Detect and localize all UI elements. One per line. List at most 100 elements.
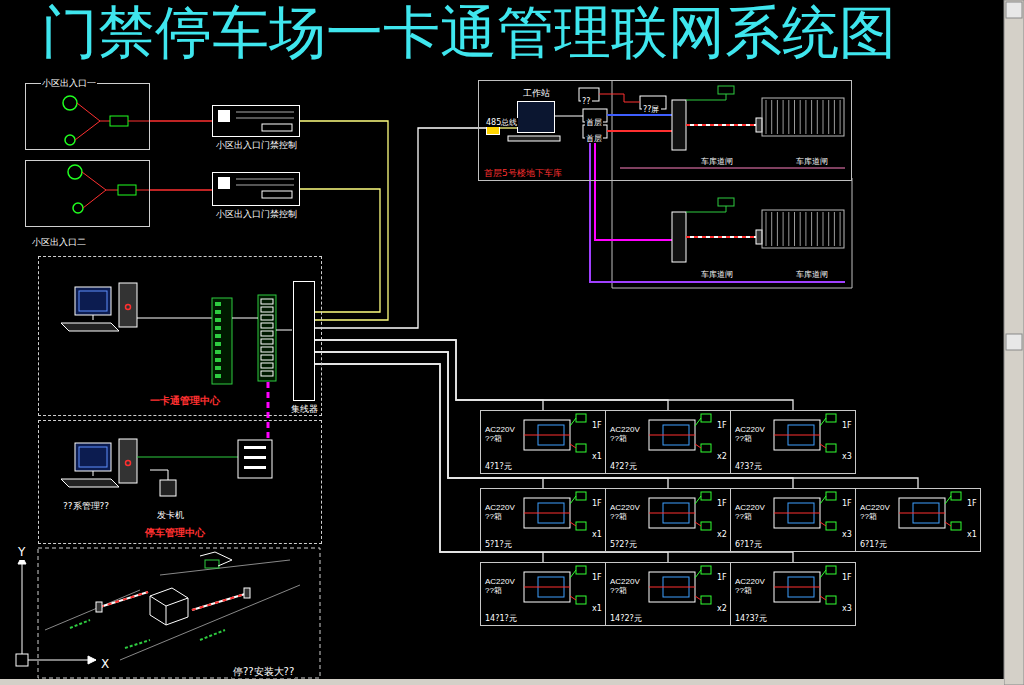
node-label: 4?2?元 [609, 462, 638, 471]
patch-port [261, 299, 273, 304]
access-controller: 小区出入口门禁控制 [212, 172, 300, 206]
wire-line [820, 496, 826, 504]
camera-symbol [718, 86, 734, 94]
monitor-symbol [576, 444, 586, 452]
wire-line [820, 570, 826, 578]
keyboard-symbol [61, 323, 119, 331]
device-symbol [118, 185, 136, 195]
barrier-pole [96, 602, 102, 612]
fence-bar [817, 100, 818, 134]
switch-port [215, 310, 221, 314]
road-line [120, 585, 300, 660]
wire-line [774, 587, 820, 588]
switch-port [215, 358, 221, 362]
node-label: AC220V ??箱 [609, 503, 647, 521]
bus-connector [150, 189, 212, 190]
switch-port [215, 326, 221, 330]
hub-bar: 集线器 [293, 281, 315, 401]
fence-bar [817, 212, 818, 246]
monitor-symbol [75, 287, 111, 315]
data-line [590, 138, 845, 282]
wire-line [232, 318, 258, 319]
annotation-label: 发卡机 [156, 510, 185, 520]
fence-bar [828, 100, 829, 134]
region-border [612, 80, 852, 288]
node-label: AC220V ??箱 [859, 503, 897, 521]
bus-connector [315, 340, 793, 410]
node-label: AC220V ??箱 [734, 577, 772, 595]
panel-symbol [774, 498, 820, 528]
node-label: 6?1?元 [859, 540, 888, 549]
wire-line [820, 444, 826, 448]
switch-port [215, 350, 221, 354]
barrier-stripe [686, 236, 756, 238]
barrier-stripe [192, 594, 245, 610]
monitor-symbol [701, 522, 711, 530]
annotation-label: Y [17, 546, 26, 560]
booth-wall [150, 596, 188, 625]
controller-module [244, 446, 266, 449]
patch-port [261, 307, 273, 312]
annotation-label: ?? [581, 97, 592, 106]
node-label: 小区出入口门禁控制 [215, 140, 298, 150]
ground-mark [200, 630, 225, 640]
controller-line [236, 185, 294, 186]
annotation-label: ??屏 [642, 105, 661, 114]
node-label: 5?2?元 [609, 540, 638, 549]
barrier-stripe [686, 124, 756, 126]
monitor-symbol [576, 566, 586, 574]
node-label: 1F [716, 421, 728, 430]
fence-bar [771, 100, 772, 134]
node-label: 小区出入口门禁控制 [215, 209, 298, 219]
barrier-arm [192, 594, 245, 610]
booth-wall [166, 606, 167, 625]
fence-bar [783, 212, 784, 246]
fence-bar [766, 100, 767, 134]
fence-bar [840, 212, 841, 246]
node-label: x2 [716, 452, 728, 461]
wire-line [82, 172, 118, 190]
annotation-label: 车库道闸 [795, 270, 829, 279]
monitor-symbol [701, 444, 711, 452]
wire-line [649, 587, 695, 588]
node-label: x1 [966, 530, 978, 539]
wire-line [820, 418, 826, 426]
bus-connector [315, 128, 486, 328]
wire-line [524, 513, 570, 514]
patch-port [261, 371, 273, 376]
monitor-stand [93, 315, 94, 320]
wire-line [150, 470, 168, 480]
building-unit: AC220V ??箱5?2?元1Fx2 [605, 488, 731, 552]
controller-module [218, 177, 230, 189]
wire-line [695, 496, 701, 504]
node-label: 1F [591, 499, 603, 508]
axis-origin [16, 654, 28, 666]
fence-bar [788, 100, 789, 134]
workstation-box: 工作站 [517, 101, 555, 133]
wire-line [554, 116, 583, 117]
building-unit: AC220V ??箱14?3?元1Fx3 [730, 562, 856, 626]
node-label: x3 [841, 452, 853, 461]
scrollbar [1004, 0, 1024, 685]
gate-controller [672, 100, 686, 150]
device-symbol [110, 116, 128, 126]
patch-port [261, 363, 273, 368]
wire-line [276, 330, 292, 331]
bus-connector [500, 127, 517, 128]
monitor-symbol [701, 596, 711, 604]
controller-line [236, 118, 294, 119]
node-label: 首层5号楼地下车库 [483, 168, 563, 178]
monitor-symbol [576, 492, 586, 500]
node-label: x1 [591, 530, 603, 539]
wire-line [137, 457, 238, 458]
network-link [267, 382, 270, 440]
patch-port [261, 315, 273, 320]
annotation-label: 停??安装大?? [232, 666, 295, 678]
building-unit: AC220V ??箱6?1?元1Fx1 [855, 488, 981, 552]
switch-port [215, 374, 221, 378]
wire-line [686, 94, 726, 100]
node-label: x3 [841, 530, 853, 539]
monitor-symbol [951, 522, 961, 530]
node-label: x1 [591, 604, 603, 613]
panel-symbol [524, 420, 570, 450]
